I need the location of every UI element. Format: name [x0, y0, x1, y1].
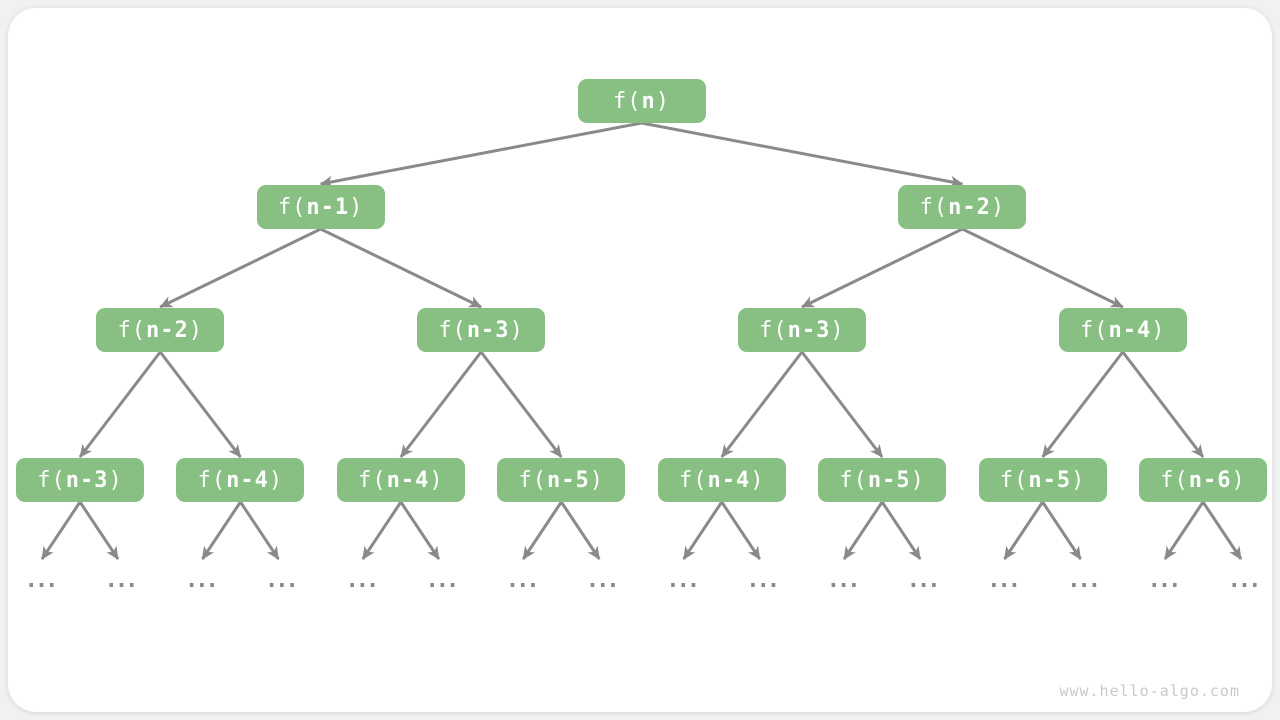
- tree-edge: [1041, 351, 1124, 458]
- tree-edge: [720, 501, 761, 560]
- tree-edge: [801, 227, 964, 309]
- tree-edge: [361, 501, 403, 560]
- tree-edge: [560, 501, 601, 560]
- diagram-card: [8, 8, 1272, 712]
- tree-edge: [682, 501, 723, 560]
- tree-edge: [641, 121, 964, 188]
- tree-edge: [399, 351, 483, 458]
- watermark: www.hello-algo.com: [1059, 682, 1240, 700]
- tree-edge: [1041, 501, 1082, 560]
- tree-edge: [880, 501, 922, 560]
- tree-edge: [78, 351, 162, 458]
- tree-edge: [201, 501, 242, 560]
- tree-edge: [319, 227, 482, 309]
- tree-edge: [159, 351, 242, 458]
- tree-edge: [522, 501, 563, 560]
- tree-edge: [239, 501, 280, 560]
- tree-edge: [1201, 501, 1243, 560]
- tree-edge: [720, 351, 804, 458]
- tree-edge: [40, 501, 82, 560]
- tree-edge: [800, 351, 884, 458]
- tree-edge: [1121, 351, 1205, 458]
- tree-edge: [319, 121, 642, 188]
- tree-edge: [399, 501, 441, 560]
- tree-edge: [159, 227, 322, 309]
- tree-edge: [78, 501, 120, 560]
- tree-edge: [961, 227, 1124, 309]
- tree-edge: [1163, 501, 1205, 560]
- tree-edge: [842, 501, 884, 560]
- tree-edge: [1003, 501, 1044, 560]
- tree-edge: [479, 351, 563, 458]
